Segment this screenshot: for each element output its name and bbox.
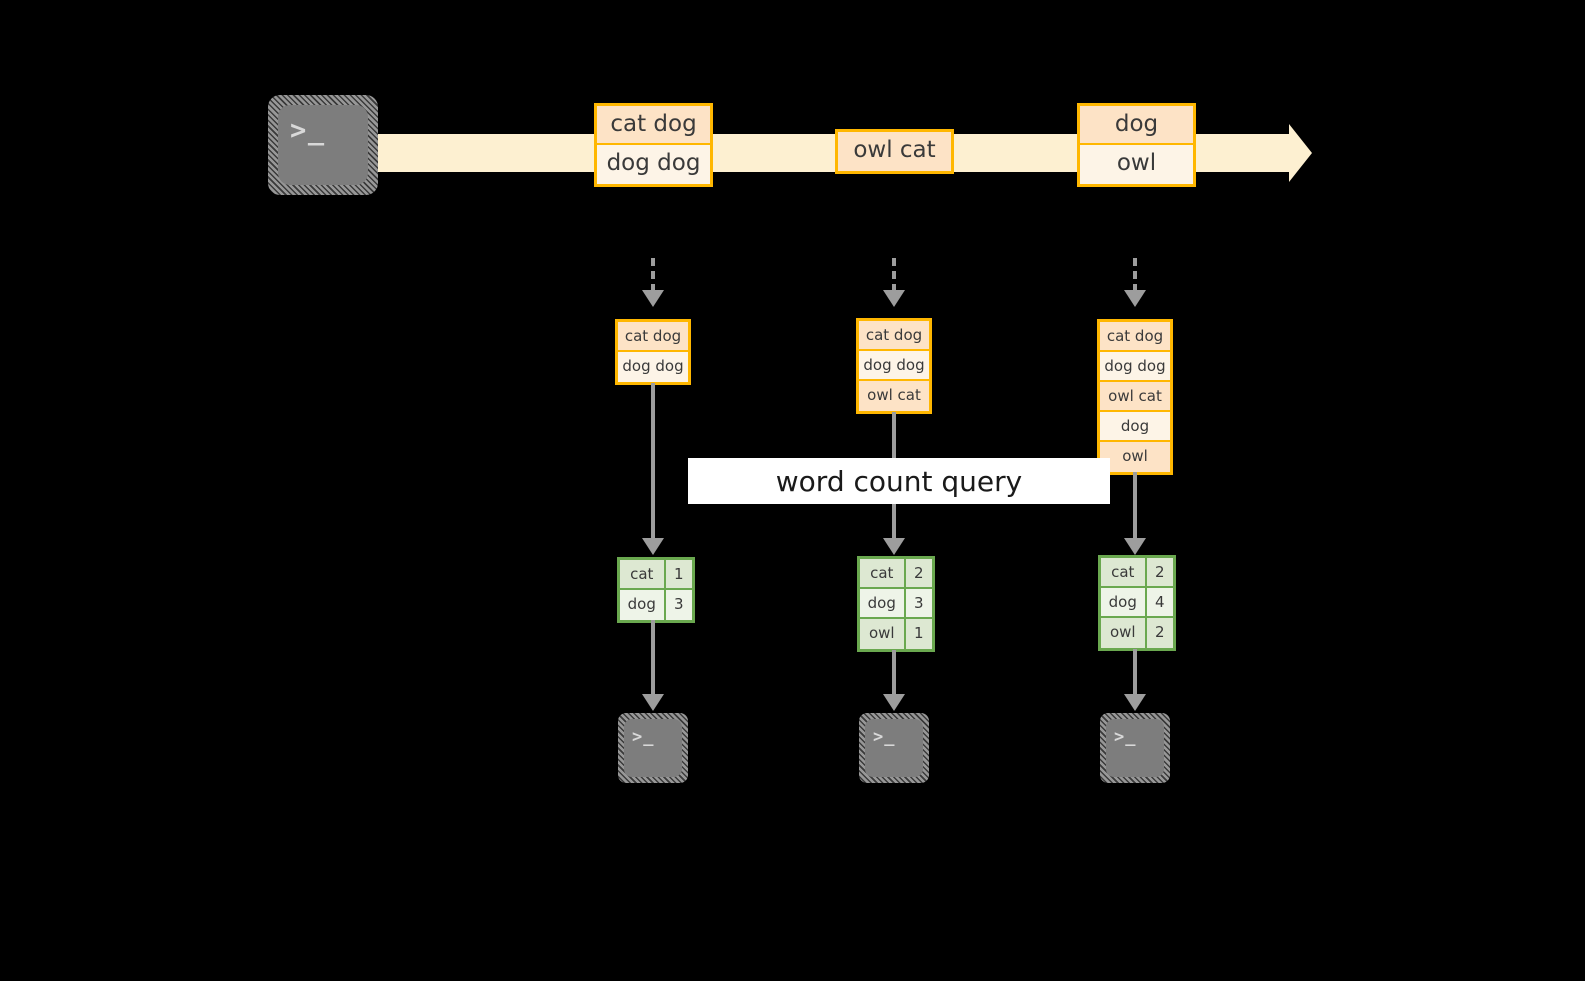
result-table-1-row-1: cat 1 xyxy=(620,560,692,590)
dashed-connector-2 xyxy=(892,258,896,292)
stream-batch-1: cat dog dog dog xyxy=(594,103,713,187)
accumulated-table-1-row-2: dog dog xyxy=(618,352,688,382)
stream-batch-3-row-1: dog xyxy=(1080,106,1193,145)
stream-batch-2-row-1: owl cat xyxy=(838,132,951,171)
result-word: dog xyxy=(860,589,906,617)
dashed-connector-3 xyxy=(1133,258,1137,292)
accumulated-table-1: cat dog dog dog xyxy=(615,319,691,385)
query-connector-1 xyxy=(651,383,655,540)
terminal-prompt-glyph: >_ xyxy=(873,727,896,747)
stream-batch-1-row-1: cat dog xyxy=(597,106,710,145)
sink-connector-1 xyxy=(651,620,655,696)
result-table-2-row-1: cat 2 xyxy=(860,559,932,589)
terminal-prompt-glyph: >_ xyxy=(290,115,326,146)
terminal-prompt-glyph: >_ xyxy=(632,727,655,747)
query-connector-3-arrowhead xyxy=(1124,538,1146,555)
accumulated-table-2: cat dog dog dog owl cat xyxy=(856,318,932,414)
terminal-screen xyxy=(865,719,923,777)
input-stream-arrowhead xyxy=(1289,124,1312,182)
terminal-screen xyxy=(624,719,682,777)
result-count: 2 xyxy=(1146,618,1173,648)
sink-connector-2 xyxy=(892,650,896,696)
result-count: 3 xyxy=(905,589,932,617)
accumulated-table-3-row-3: owl cat xyxy=(1100,382,1170,412)
accumulated-table-2-row-1: cat dog xyxy=(859,321,929,351)
query-connector-1-arrowhead xyxy=(642,538,664,555)
terminal-screen xyxy=(1106,719,1164,777)
accumulated-table-2-row-3: owl cat xyxy=(859,381,929,411)
sink-connector-3-arrowhead xyxy=(1124,694,1146,711)
accumulated-table-1-row-1: cat dog xyxy=(618,322,688,352)
result-word: cat xyxy=(1101,558,1147,586)
accumulated-table-3-row-2: dog dog xyxy=(1100,352,1170,382)
terminal-screen xyxy=(278,105,368,185)
dashed-connector-3-arrowhead xyxy=(1124,290,1146,307)
result-table-3-row-2: dog 4 xyxy=(1101,588,1173,618)
source-terminal-icon: >_ xyxy=(268,95,378,195)
result-table-3-row-1: cat 2 xyxy=(1101,558,1173,588)
sink-connector-2-arrowhead xyxy=(883,694,905,711)
result-word: dog xyxy=(1101,588,1147,616)
result-count: 1 xyxy=(665,560,692,588)
result-table-3-row-3: owl 2 xyxy=(1101,618,1173,648)
stream-batch-2: owl cat xyxy=(835,129,954,174)
result-count: 2 xyxy=(1146,558,1173,586)
result-table-2: cat 2 dog 3 owl 1 xyxy=(857,556,935,652)
result-table-1: cat 1 dog 3 xyxy=(617,557,695,623)
dashed-connector-2-arrowhead xyxy=(883,290,905,307)
sink-connector-3 xyxy=(1133,649,1137,696)
result-table-1-row-2: dog 3 xyxy=(620,590,692,620)
dashed-connector-1-arrowhead xyxy=(642,290,664,307)
terminal-prompt-glyph: >_ xyxy=(1114,727,1137,747)
accumulated-table-3: cat dog dog dog owl cat dog owl xyxy=(1097,319,1173,475)
result-count: 2 xyxy=(905,559,932,587)
sink-terminal-icon-3: >_ xyxy=(1100,713,1170,783)
accumulated-table-3-row-4: dog xyxy=(1100,412,1170,442)
dashed-connector-1 xyxy=(651,258,655,292)
query-connector-2-arrowhead xyxy=(883,538,905,555)
result-count: 1 xyxy=(905,619,932,649)
sink-terminal-icon-1: >_ xyxy=(618,713,688,783)
query-connector-3 xyxy=(1133,472,1137,540)
stream-batch-1-row-2: dog dog xyxy=(597,145,710,184)
accumulated-table-2-row-2: dog dog xyxy=(859,351,929,381)
result-table-2-row-3: owl 1 xyxy=(860,619,932,649)
result-word: owl xyxy=(860,619,906,649)
query-label-band xyxy=(688,458,1110,504)
result-word: dog xyxy=(620,590,666,620)
result-table-2-row-2: dog 3 xyxy=(860,589,932,619)
result-count: 4 xyxy=(1146,588,1173,616)
stream-batch-3: dog owl xyxy=(1077,103,1196,187)
result-table-3: cat 2 dog 4 owl 2 xyxy=(1098,555,1176,651)
sink-connector-1-arrowhead xyxy=(642,694,664,711)
result-word: cat xyxy=(620,560,666,588)
query-label: word count query xyxy=(775,464,1023,498)
accumulated-table-3-row-5: owl xyxy=(1100,442,1170,472)
accumulated-table-3-row-1: cat dog xyxy=(1100,322,1170,352)
result-count: 3 xyxy=(665,590,692,620)
sink-terminal-icon-2: >_ xyxy=(859,713,929,783)
stream-batch-3-row-2: owl xyxy=(1080,145,1193,184)
result-word: cat xyxy=(860,559,906,587)
result-word: owl xyxy=(1101,618,1147,648)
